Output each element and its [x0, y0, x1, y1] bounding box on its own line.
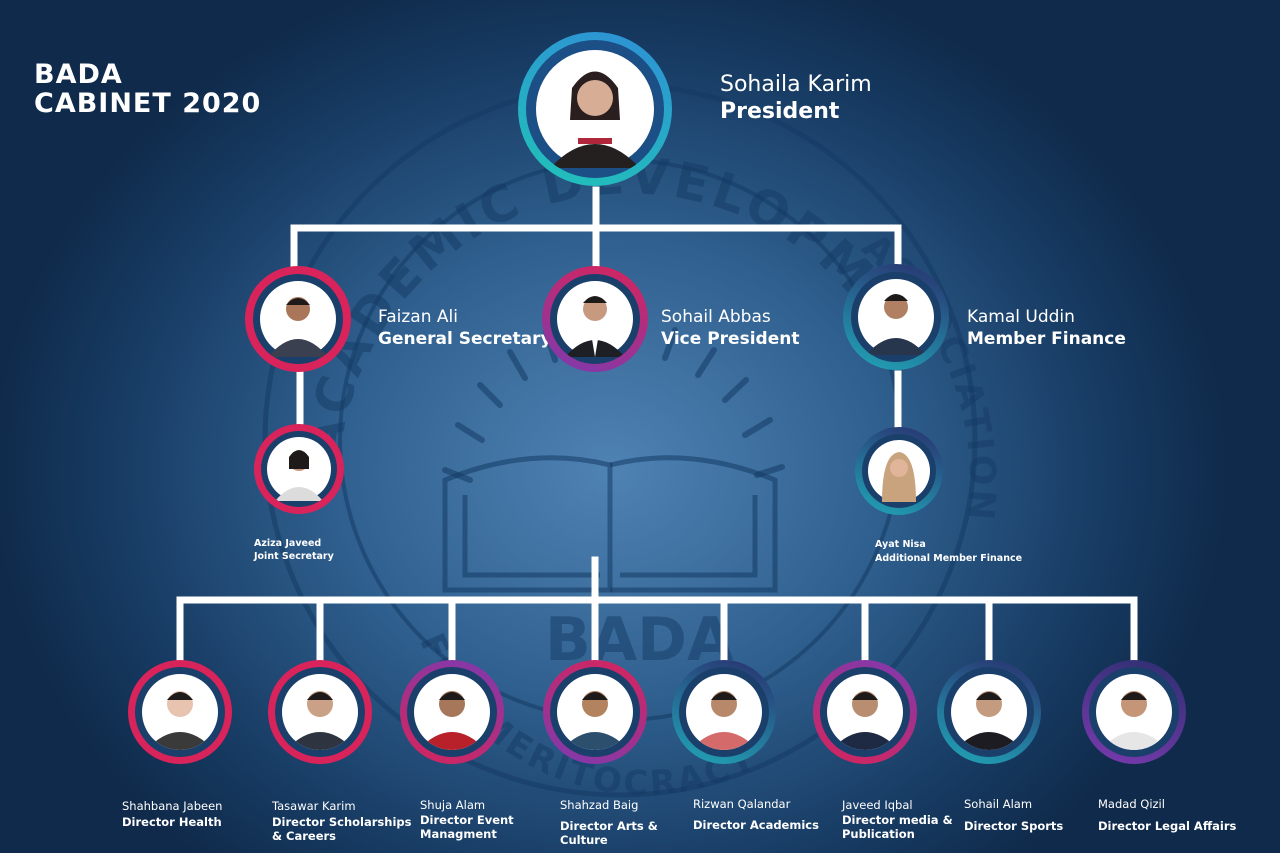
president-name: Sohaila Karim — [720, 72, 872, 97]
avatar-ring-president — [518, 32, 672, 186]
director-scholarships-careers-role: Director Scholarships — [272, 815, 412, 829]
director-event-management-role-line2: Managment — [420, 827, 497, 841]
director-academics-name: Rizwan Qalandar — [693, 797, 791, 811]
avatar-director-legal-affairs — [1089, 667, 1179, 757]
director-media-publication-role-line2: Publication — [842, 827, 915, 841]
avatar-director-scholarships-careers — [275, 667, 365, 757]
title-line-2: CABINET 2020 — [34, 88, 262, 119]
director-academics-role: Director Academics — [693, 818, 819, 832]
member-finance-name: Kamal Uddin — [967, 307, 1075, 327]
president-role: President — [720, 99, 840, 124]
joint-secretary-name: Aziza Javeed — [254, 538, 322, 549]
avatar-ring-director-event-management — [400, 660, 504, 764]
general-secretary-name: Faizan Ali — [378, 307, 458, 327]
director-event-management-role: Director Event — [420, 813, 514, 827]
avatar-director-event-management — [407, 667, 497, 757]
avatar-ring-member-finance — [843, 264, 949, 370]
director-health-name: Shahbana Jabeen — [122, 799, 223, 813]
director-legal-affairs-name: Madad Qizil — [1098, 797, 1165, 811]
avatar-ring-director-arts-culture — [543, 660, 647, 764]
director-scholarships-careers-name: Tasawar Karim — [272, 799, 356, 813]
avatar-ring-joint-secretary — [254, 424, 344, 514]
person-silhouette-icon — [565, 296, 625, 357]
person-silhouette-icon — [690, 691, 758, 750]
avatar-president — [526, 40, 664, 178]
person-silhouette-icon — [268, 297, 328, 357]
person-silhouette-icon — [146, 691, 214, 750]
avatar-director-arts-culture — [550, 667, 640, 757]
director-health-role: Director Health — [122, 815, 222, 829]
person-silhouette-icon — [561, 691, 629, 750]
general-secretary-role: General Secretary — [378, 329, 552, 349]
title-line-1: BADA — [34, 59, 123, 90]
director-media-publication-name: Javeed Iqbal — [842, 798, 913, 812]
person-silhouette-icon — [418, 691, 486, 750]
person-silhouette-icon — [1100, 691, 1168, 750]
avatar-director-academics — [679, 667, 769, 757]
director-media-publication-role: Director media & — [842, 813, 953, 827]
avatar-ring-director-academics — [672, 660, 776, 764]
director-sports-name: Sohail Alam — [964, 797, 1033, 811]
person-silhouette-icon — [275, 450, 323, 501]
director-scholarships-careers-role-line2: & Careers — [272, 829, 337, 843]
person-silhouette-icon — [286, 691, 354, 750]
joint-secretary-role: Joint Secretary — [254, 551, 334, 562]
person-silhouette-icon — [882, 452, 916, 502]
director-arts-culture-name: Shahzad Baig — [560, 798, 639, 812]
avatar-ring-director-sports — [937, 660, 1041, 764]
avatar-ring-director-scholarships-careers — [268, 660, 372, 764]
avatar-ring-director-health — [128, 660, 232, 764]
additional-member-finance-role: Additional Member Finance — [875, 553, 1023, 564]
director-legal-affairs-role: Director Legal Affairs — [1098, 819, 1237, 833]
vice-president-role: Vice President — [661, 329, 800, 349]
person-silhouette-icon — [955, 691, 1023, 750]
person-silhouette-icon — [866, 294, 926, 355]
director-event-management-name: Shuja Alam — [420, 798, 486, 812]
avatar-director-sports — [944, 667, 1034, 757]
director-arts-culture-role: Director Arts & — [560, 819, 658, 833]
member-finance-role: Member Finance — [967, 329, 1126, 349]
person-silhouette-icon — [550, 71, 640, 168]
additional-member-finance-name: Ayat Nisa — [875, 539, 926, 550]
avatar-ring-director-media-publication — [813, 660, 917, 764]
person-silhouette-icon — [831, 691, 899, 750]
avatar-ring-director-legal-affairs — [1082, 660, 1186, 764]
avatar-ring-additional-member-finance — [855, 427, 943, 515]
avatar-ring-general-secretary — [245, 266, 351, 372]
avatar-ring-vice-president — [542, 266, 648, 372]
avatar-director-media-publication — [820, 667, 910, 757]
director-sports-role: Director Sports — [964, 819, 1064, 833]
vice-president-name: Sohail Abbas — [661, 307, 771, 327]
director-arts-culture-role-line2: Culture — [560, 833, 608, 847]
avatar-director-health — [135, 667, 225, 757]
